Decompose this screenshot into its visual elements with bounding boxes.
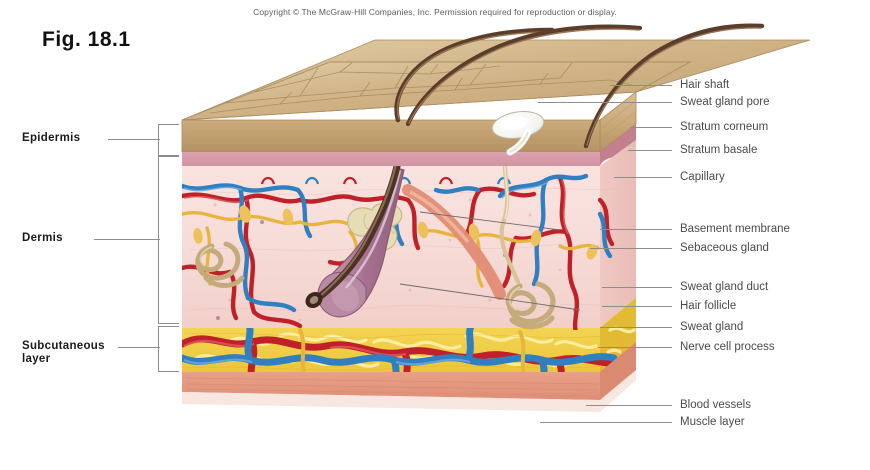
leader-muscle-layer bbox=[540, 422, 672, 423]
label-hair-follicle: Hair follicle bbox=[680, 300, 737, 312]
label-epidermis: Epidermis bbox=[22, 132, 81, 144]
leader-hair-shaft bbox=[610, 85, 672, 86]
label-capillary: Capillary bbox=[680, 171, 725, 183]
sweat-gland-coil-right bbox=[505, 281, 556, 330]
label-dermis: Dermis bbox=[22, 232, 63, 244]
leader-stratum-corneum bbox=[630, 127, 672, 128]
leader-sweat-gland-pore bbox=[538, 102, 672, 103]
sweat-gland-pore bbox=[491, 111, 545, 156]
leader-sweat-gland-duct bbox=[602, 287, 672, 288]
label-stratum-basale: Stratum basale bbox=[680, 144, 758, 156]
label-sweat-gland-duct: Sweat gland duct bbox=[680, 281, 769, 293]
muscle-layer bbox=[182, 342, 636, 412]
bracket-dermis bbox=[158, 156, 179, 324]
label-hair-shaft: Hair shaft bbox=[680, 79, 730, 91]
leader-subcutaneous bbox=[118, 347, 160, 348]
leader-dermis bbox=[94, 239, 160, 240]
label-muscle-layer: Muscle layer bbox=[680, 416, 745, 428]
label-blood-vessels: Blood vessels bbox=[680, 399, 751, 411]
leader-basement-membrane bbox=[600, 229, 672, 230]
figure-title: Fig. 18.1 bbox=[42, 28, 131, 51]
leader-stratum-basale bbox=[628, 150, 672, 151]
label-stratum-corneum: Stratum corneum bbox=[680, 121, 769, 133]
label-subcutaneous-line1: Subcutaneous bbox=[22, 340, 105, 352]
copyright-notice: Copyright © The McGraw-Hill Companies, I… bbox=[253, 7, 617, 17]
leader-nerve-cell-process bbox=[598, 347, 672, 348]
label-sebaceous-gland: Sebaceous gland bbox=[680, 242, 769, 254]
leader-capillary bbox=[614, 177, 672, 178]
leader-sweat-gland bbox=[600, 327, 672, 328]
label-subcutaneous: Subcutaneous layer bbox=[22, 340, 105, 366]
hair-shafts bbox=[394, 23, 765, 149]
bracket-epidermis bbox=[158, 124, 179, 156]
subcutaneous-vessels bbox=[182, 318, 636, 372]
hair-root bbox=[305, 158, 402, 309]
label-nerve-cell-process: Nerve cell process bbox=[680, 341, 775, 353]
leader-epidermis bbox=[108, 139, 160, 140]
label-basement-membrane: Basement membrane bbox=[680, 223, 790, 235]
bracket-subcutaneous bbox=[158, 326, 179, 372]
leader-hair-follicle bbox=[602, 306, 672, 307]
label-sweat-gland-pore: Sweat gland pore bbox=[680, 96, 770, 108]
leader-blood-vessels bbox=[586, 405, 672, 406]
label-subcutaneous-line2: layer bbox=[22, 353, 51, 365]
leader-sebaceous-gland bbox=[590, 248, 672, 249]
label-sweat-gland: Sweat gland bbox=[680, 321, 744, 333]
dermal-vasculature bbox=[182, 149, 615, 330]
